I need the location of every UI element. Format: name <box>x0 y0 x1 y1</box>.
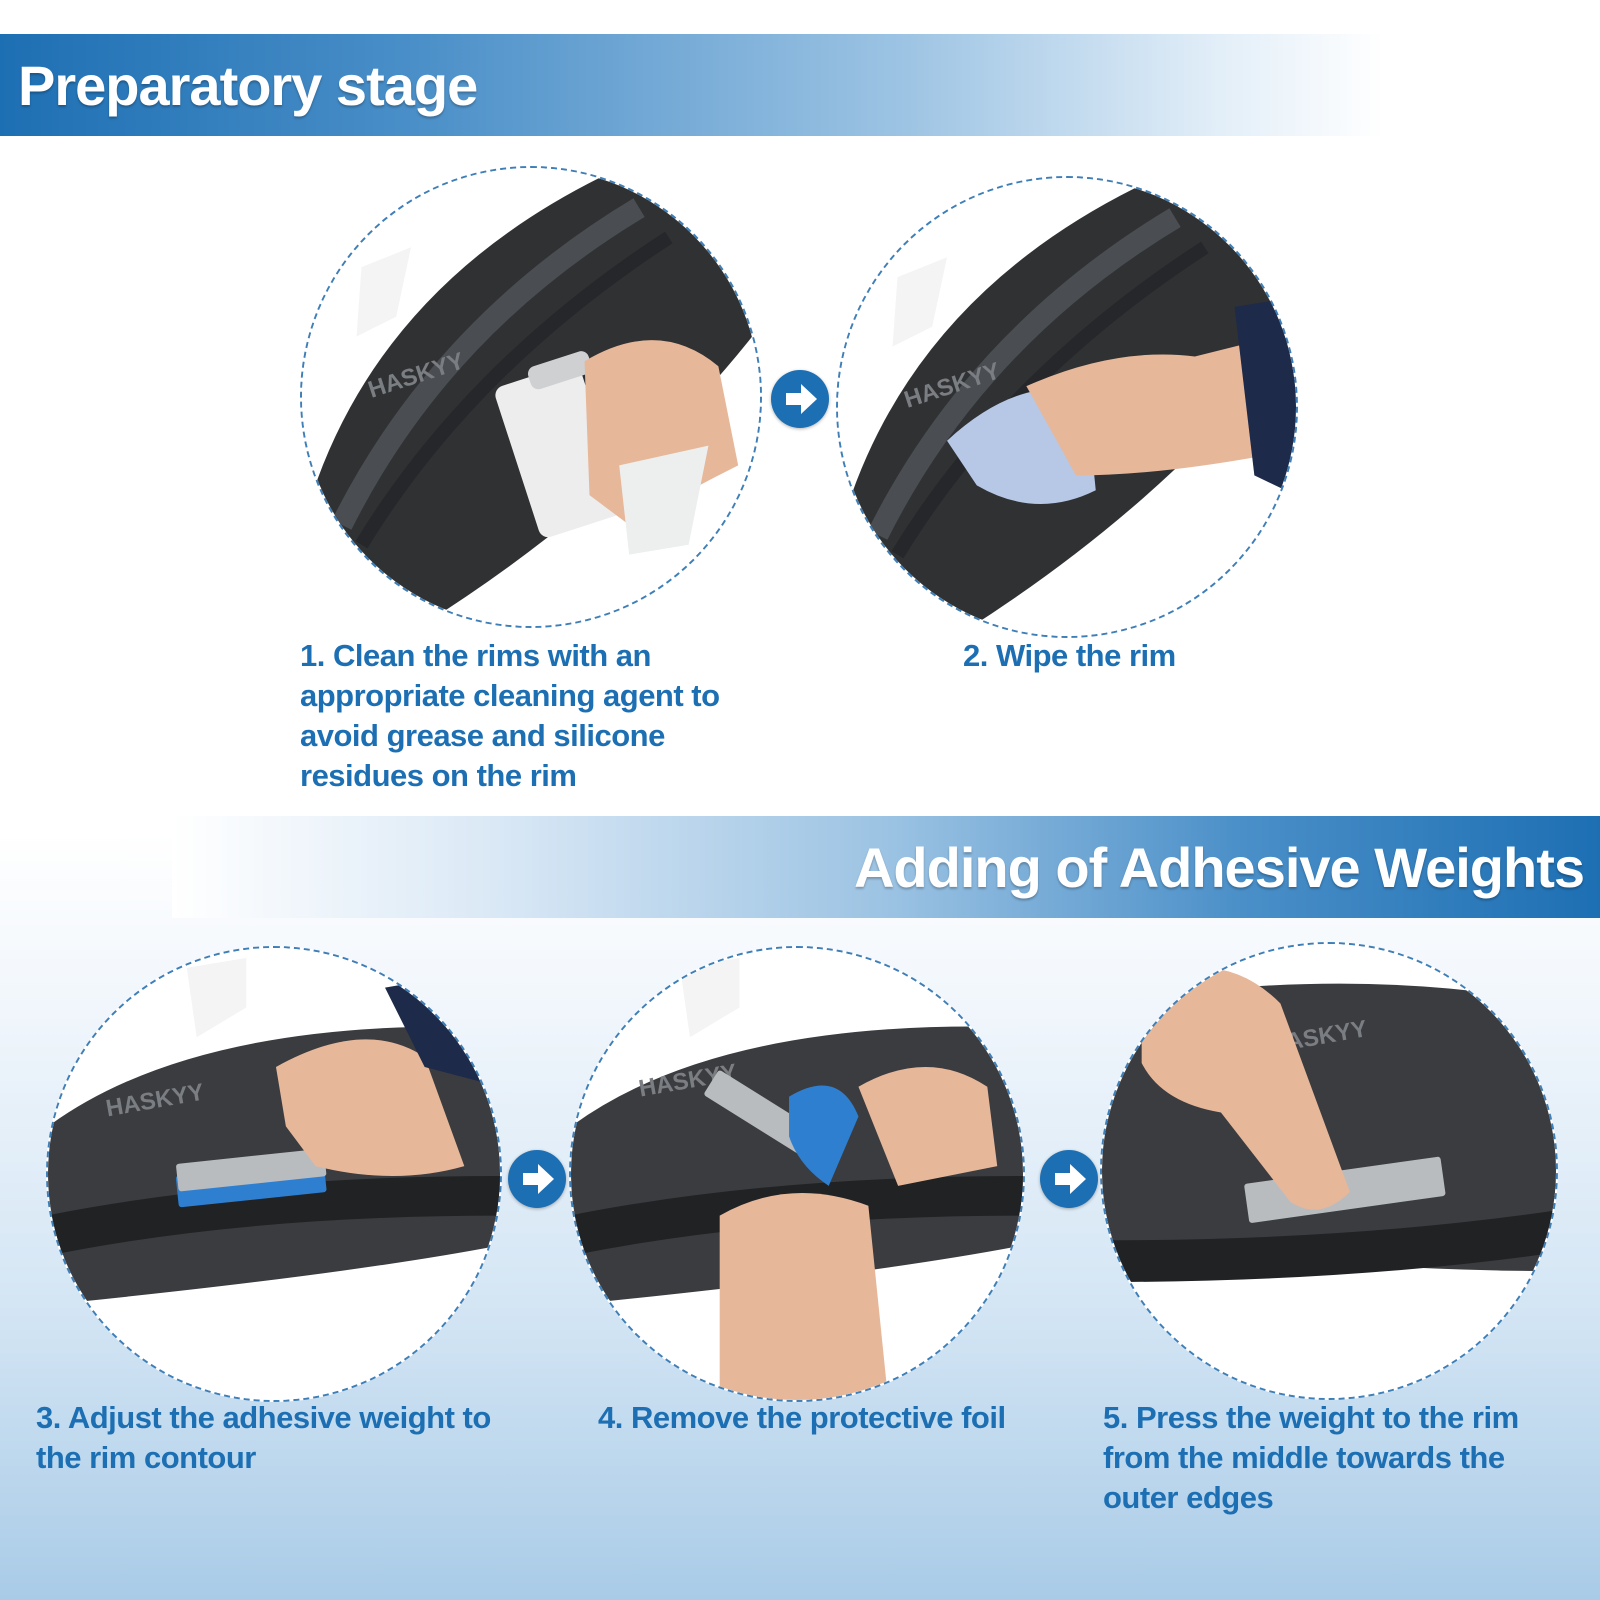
arrow-right-circle-icon <box>508 1150 566 1208</box>
step-5-photo: HASKYY <box>1100 942 1558 1400</box>
arrow-right-circle-icon <box>771 370 829 428</box>
press-weight-illustration: HASKYY <box>1102 944 1556 1398</box>
preparatory-stage-banner: Preparatory stage <box>0 34 1384 136</box>
step-4-caption: 4. Remove the protective foil <box>598 1400 1006 1435</box>
arrow-right-circle-icon <box>1040 1150 1098 1208</box>
adjust-weight-illustration: HASKYY <box>48 948 500 1400</box>
adhesive-weights-banner: Adding of Adhesive Weights <box>172 816 1600 918</box>
spray-cleaning-illustration: HASKYY <box>302 168 760 626</box>
step-3-photo: HASKYY <box>46 946 502 1402</box>
step-1-photo: HASKYY <box>300 166 762 628</box>
step-2-caption: 2. Wipe the rim <box>963 638 1176 673</box>
section-title-preparatory: Preparatory stage <box>18 53 478 117</box>
step-4-photo: HASKYY <box>569 946 1025 1402</box>
wipe-rim-illustration: HASKYY <box>838 178 1296 636</box>
step-3-caption: 3. Adjust the adhesive weight to the rim… <box>36 1400 491 1475</box>
section-title-adhesive: Adding of Adhesive Weights <box>853 835 1585 899</box>
step-5-caption: 5. Press the weight to the rim from the … <box>1103 1400 1519 1515</box>
step-2-photo: HASKYY <box>836 176 1298 638</box>
step-1-caption: 1. Clean the rims with an appropriate cl… <box>300 638 720 793</box>
remove-foil-illustration: HASKYY <box>571 948 1023 1400</box>
